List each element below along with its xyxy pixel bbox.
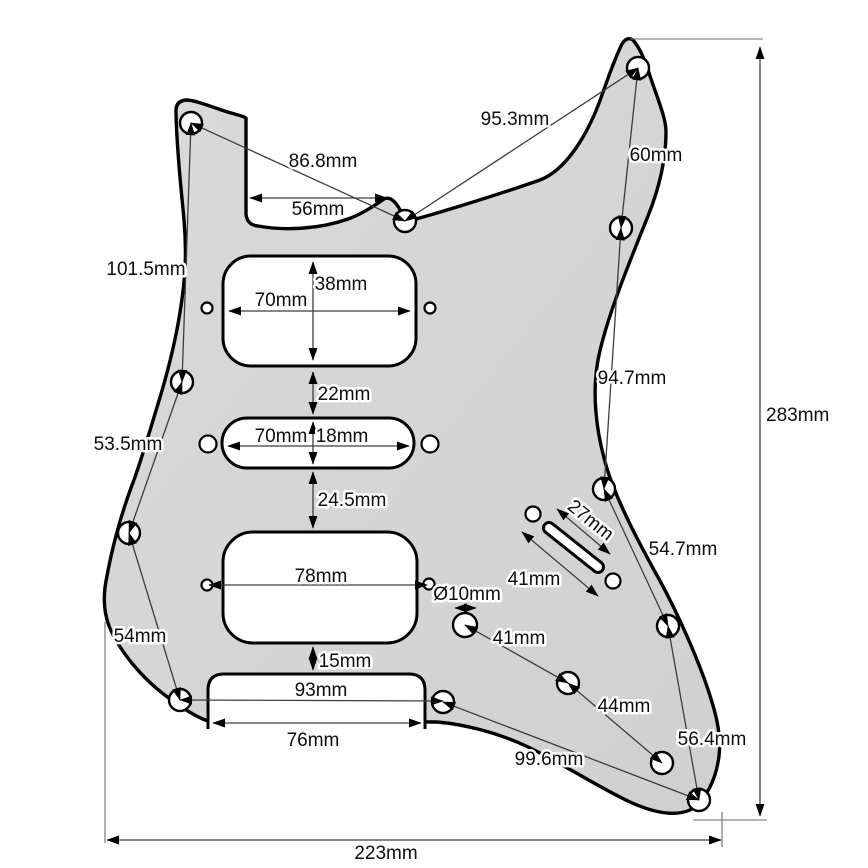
dim-label-trem-cavity-width: 76mm (287, 730, 340, 751)
bridge-humbucker-cutout (221, 530, 419, 645)
dim-label-middle-pickup-height: 18mm (316, 426, 369, 447)
dimension-line (128, 532, 181, 701)
dim-label-right-mid-gap: 54.7mm (649, 539, 718, 560)
switch-screw-hole (524, 505, 542, 523)
dimension-line (600, 227, 625, 490)
pickup-screw-hole (420, 434, 440, 454)
dim-label-middle-bridge-gap: 24.5mm (318, 490, 387, 511)
dimension-line (464, 624, 569, 684)
dim-label-bridge-trem-gap: 15mm (319, 651, 372, 672)
dim-label-right-horn-gap: 60mm (630, 145, 683, 166)
dim-label-hole-diameter: Ø10mm (433, 584, 501, 605)
dim-label-neck-pocket-width: 56mm (292, 199, 345, 220)
dimension-line (179, 695, 444, 706)
dim-label-right-lower-gap: 56.4mm (678, 729, 747, 750)
dimension-line (617, 67, 642, 229)
dimension-line (603, 488, 669, 627)
dimension-line (521, 531, 599, 597)
dim-label-upper-left-diagonal: 86.8mm (289, 151, 358, 172)
pickup-screw-hole (200, 301, 214, 315)
dimension-line (190, 122, 406, 222)
dim-label-neck-middle-gap: 22mm (318, 384, 371, 405)
switch-screw-hole (604, 572, 622, 590)
dimension-line (442, 701, 700, 801)
dim-label-bottom-diagonal: 99.6mm (515, 749, 584, 770)
dim-label-trem-screw-span: 93mm (295, 680, 348, 701)
dim-label-right-upper-gap: 94.7mm (598, 368, 667, 389)
dimension-line (404, 67, 639, 222)
dim-label-hole-to-screw: 41mm (493, 628, 546, 649)
dim-label-switch-screw-spacing: 41mm (508, 569, 561, 590)
dim-label-left-upper-gap: 101.5mm (106, 259, 185, 280)
dim-label-middle-pickup-width: 70mm (255, 426, 308, 447)
dim-label-bridge-pickup-width: 78mm (295, 566, 348, 587)
dim-label-lower-screw-gap: 44mm (598, 696, 651, 717)
pickup-screw-hole (198, 434, 218, 454)
dim-label-overall-width: 223mm (354, 843, 417, 864)
dimension-line (177, 122, 196, 383)
dim-label-neck-pickup-width: 70mm (255, 290, 308, 311)
dim-label-overall-height: 283mm (766, 405, 829, 426)
dim-label-left-lower-gap: 54mm (114, 626, 167, 647)
dimension-line (128, 381, 183, 534)
dim-label-neck-pickup-height: 38mm (315, 274, 368, 295)
dim-label-left-mid-gap: 53.5mm (94, 434, 163, 455)
pickup-screw-hole (423, 301, 437, 315)
dim-label-upper-right-diagonal: 95.3mm (481, 109, 550, 130)
